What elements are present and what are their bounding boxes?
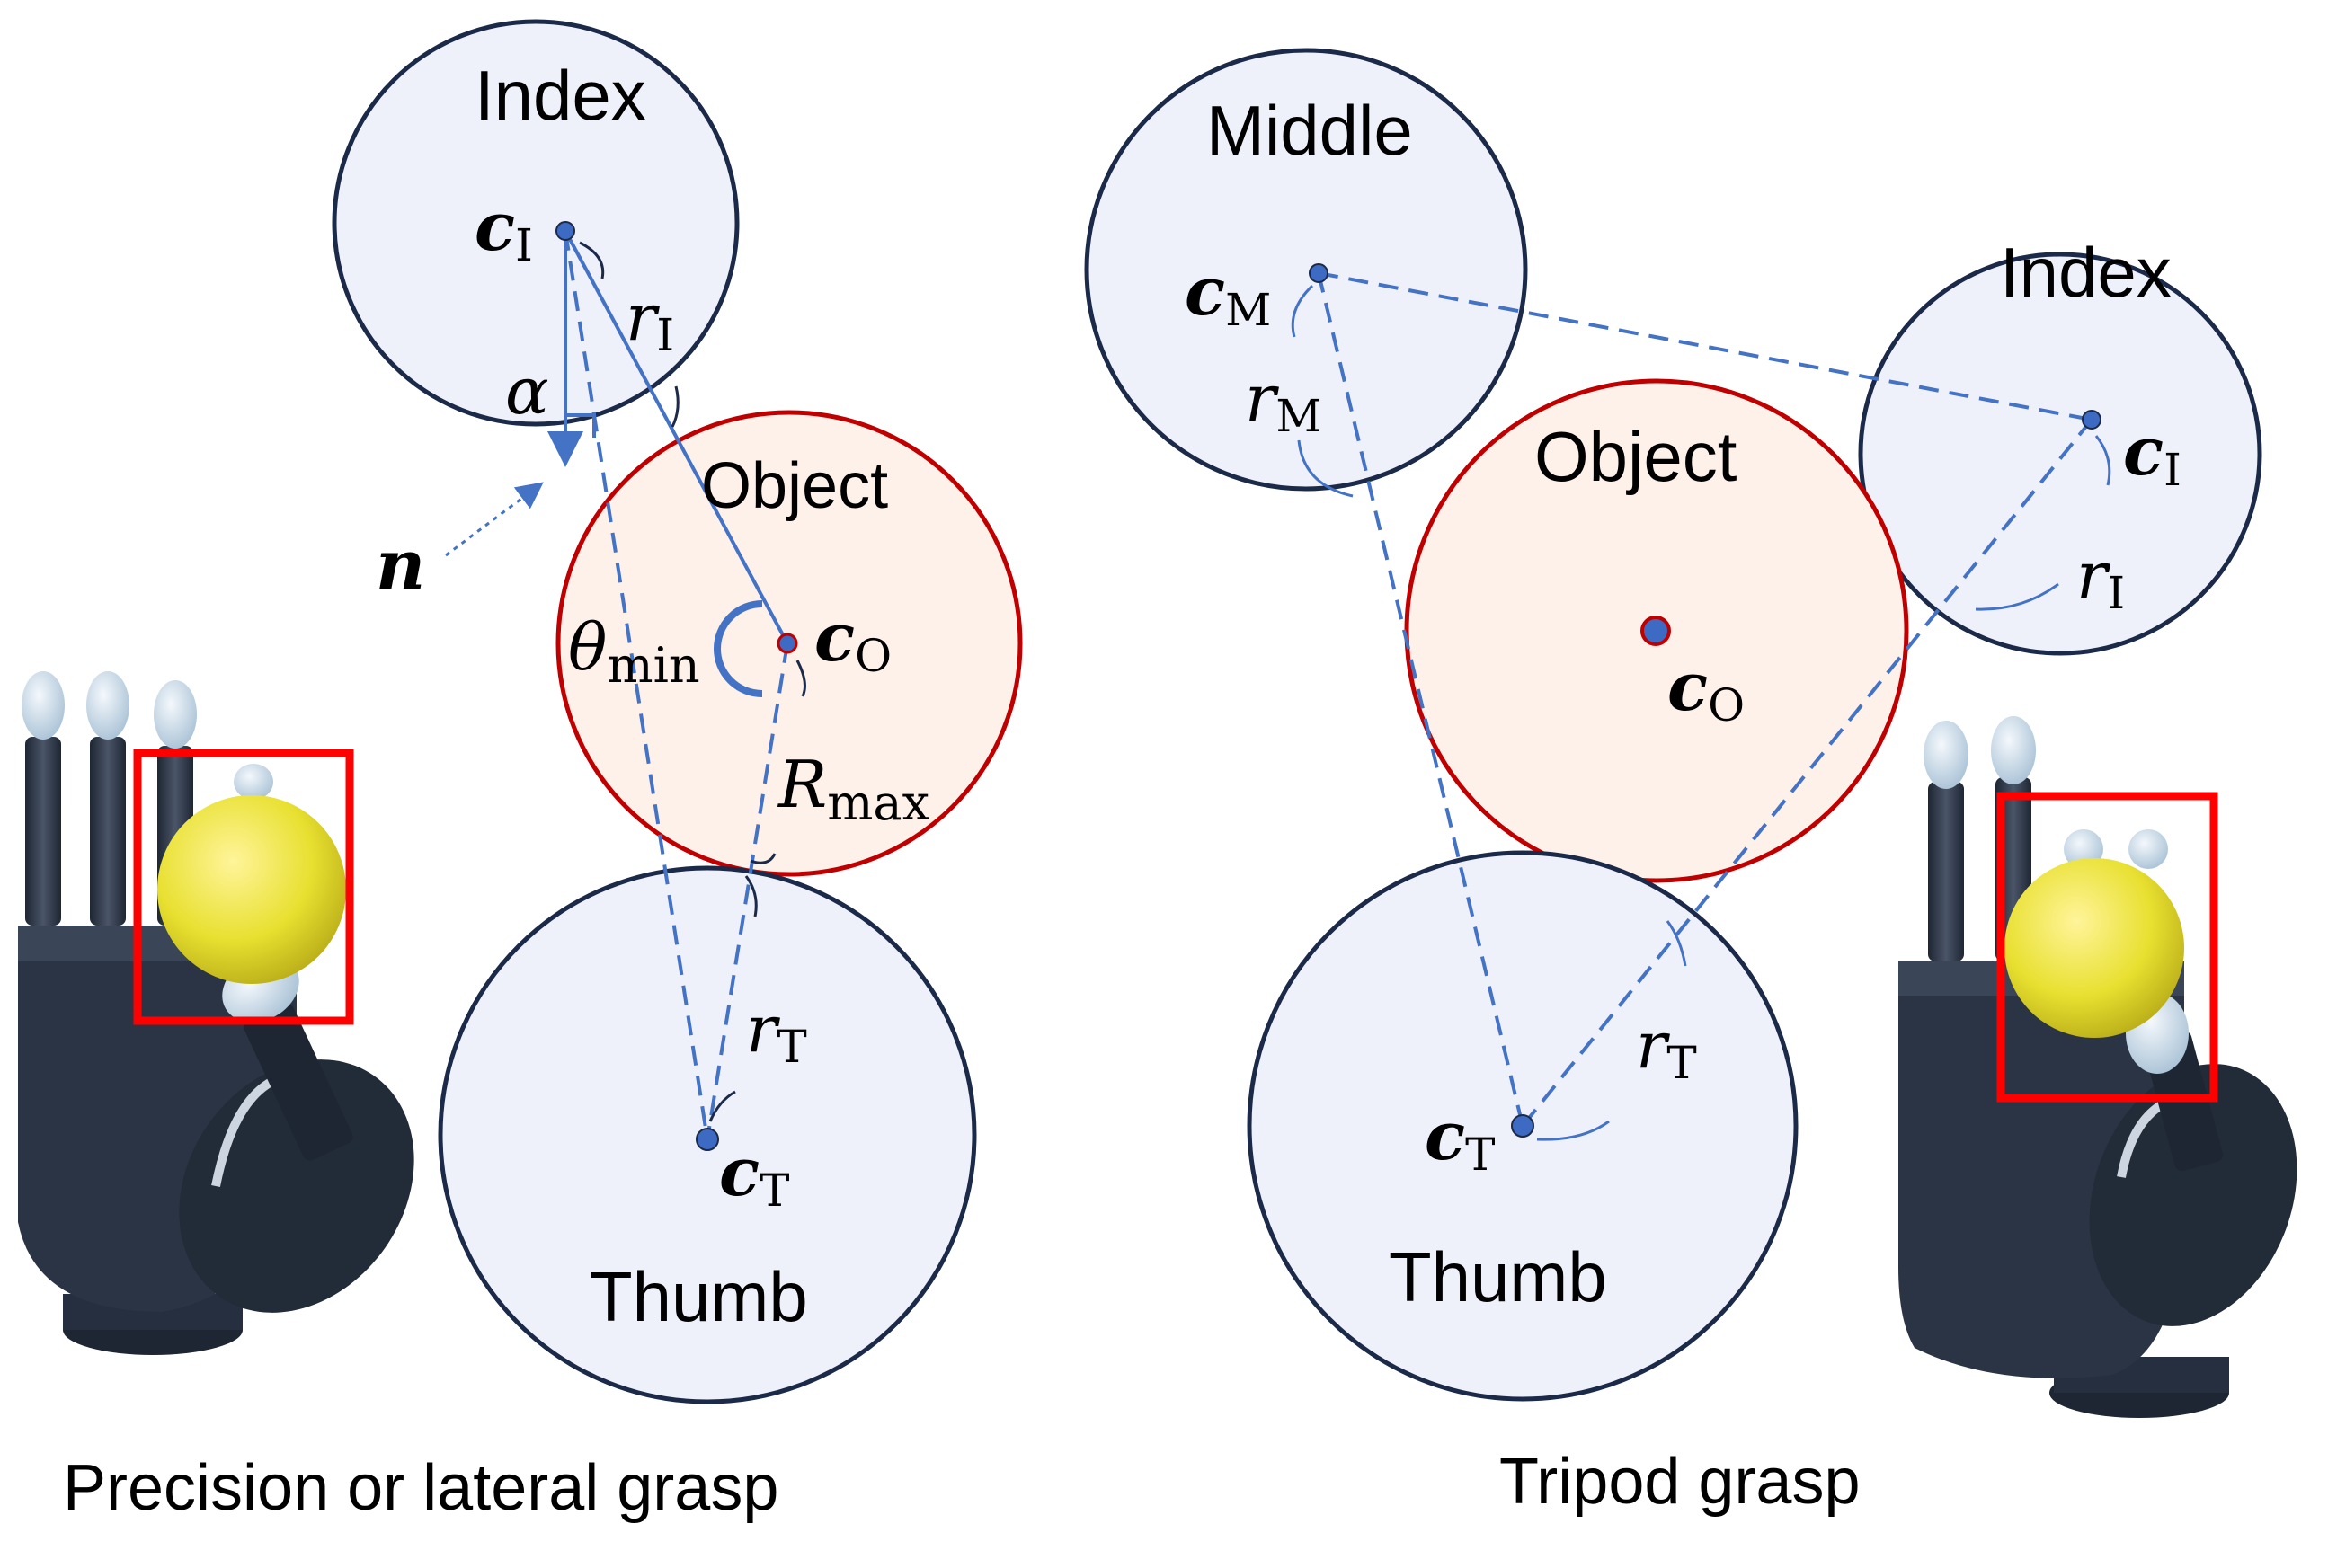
r-I-tick <box>671 385 680 428</box>
index-label-right: Index <box>2000 233 2172 312</box>
middle-label: Middle <box>1206 91 1413 170</box>
c-T-point <box>696 1128 719 1151</box>
c-O-label: cO <box>814 599 892 682</box>
index-finger-circle-right <box>1858 252 2262 656</box>
r-I-label: rI <box>626 279 674 361</box>
c-I-label-right: cI <box>2123 413 2181 496</box>
right-caption: Tripod grasp <box>1499 1446 1861 1518</box>
middle-finger-circle <box>1084 48 1528 492</box>
c-T-label: cT <box>719 1134 789 1217</box>
right-highlight-box <box>1996 792 2218 1103</box>
r-T-label-right: rT <box>1636 1007 1697 1089</box>
robot-hand-photo-right <box>1898 716 2297 1418</box>
c-M-point <box>1309 263 1328 283</box>
n-pointer-dotted <box>445 482 544 557</box>
theta-min-arc <box>714 600 763 697</box>
c-O-label-right: cO <box>1667 649 1745 731</box>
r-M-arc-bottom <box>1297 439 1354 498</box>
object-label: Object <box>701 450 888 522</box>
c-I-point <box>555 221 575 241</box>
middle-index-dashed <box>1318 271 2093 421</box>
theta-min-label: θmin <box>568 609 700 694</box>
alpha-right-angle <box>565 413 596 438</box>
R-max-tick <box>750 853 777 864</box>
r-I-arc <box>579 241 605 279</box>
robot-hand-photo <box>18 671 414 1355</box>
r-T-arc-right-bottom <box>1536 1120 1610 1141</box>
thumb-label-right: Thumb <box>1389 1237 1607 1316</box>
left-caption: Precision or lateral grasp <box>63 1452 778 1524</box>
c-O-point-right <box>1640 616 1671 646</box>
r-M-label: rM <box>1245 360 1322 442</box>
n-label: n <box>376 525 425 605</box>
r-T-arc <box>708 1090 736 1122</box>
object-thumb-dashed <box>706 642 789 1140</box>
R-max-label: Rmax <box>777 747 929 831</box>
c-O-point <box>777 633 798 654</box>
alpha-label: α <box>505 353 549 429</box>
left-highlight-box <box>133 749 354 1025</box>
r-T-arc-right-top <box>1666 920 1687 967</box>
r-I-arc-right-bottom <box>1975 582 2059 611</box>
c-I-point-right <box>2082 410 2101 430</box>
c-M-label: cM <box>1185 253 1271 336</box>
R-max-arc <box>795 660 806 697</box>
r-T-tick <box>744 875 758 917</box>
left-panel: Index Object Thumb cI rI α n θmin cO Rma… <box>63 19 1023 1524</box>
index-thumb-dashed <box>564 230 709 1140</box>
c-I-label: cI <box>475 189 533 271</box>
index-finger-circle <box>332 19 740 427</box>
index-label: Index <box>475 56 646 135</box>
middle-thumb-dashed <box>1317 272 1524 1127</box>
r-T-label: rT <box>746 991 807 1073</box>
c-T-label-right: cT <box>1425 1098 1495 1181</box>
thumb-label: Thumb <box>590 1257 808 1336</box>
c-T-point-right <box>1511 1114 1534 1138</box>
object-label-right: Object <box>1534 417 1737 496</box>
r-I-arc-right-top <box>2094 435 2111 486</box>
r-M-arc-top <box>1291 284 1314 338</box>
right-panel: Middle Index Object Thumb cM rM cI rI cO… <box>1084 48 2262 1518</box>
index-object-line <box>564 230 789 644</box>
r-I-label-right: rI <box>2076 537 2125 619</box>
